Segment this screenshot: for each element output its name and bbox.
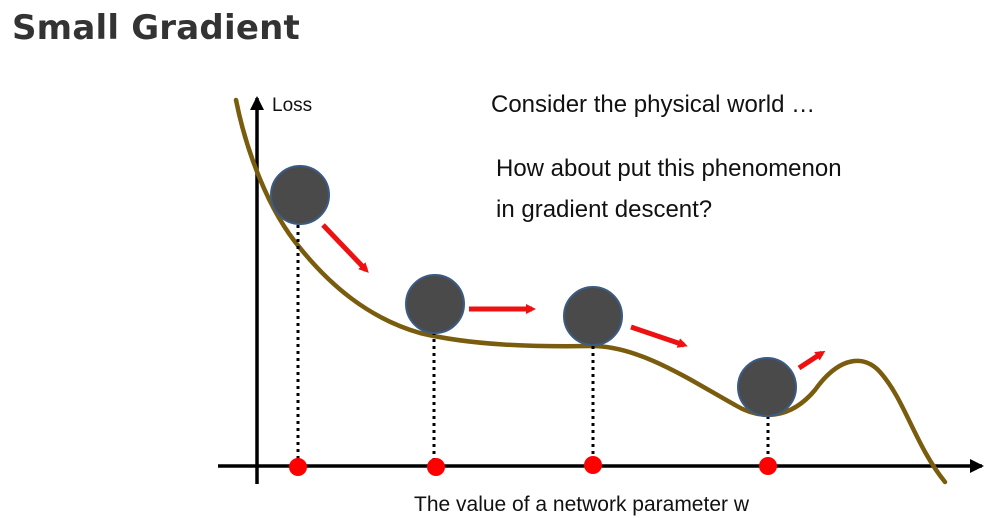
marker-4 (759, 457, 777, 475)
ball-2 (405, 274, 465, 334)
marker-1 (289, 458, 307, 476)
arrow-4 (797, 350, 826, 371)
marker-3 (584, 456, 602, 474)
note-physical-world: Consider the physical world … (491, 91, 815, 118)
page-title: Small Gradient (12, 8, 300, 48)
ball-1 (270, 165, 330, 225)
loss-curve (233, 97, 948, 485)
ball-4 (737, 357, 797, 417)
note-question-line2: in gradient descent? (496, 196, 712, 223)
marker-2 (427, 458, 445, 476)
note-question-line1: How about put this phenomenon (496, 155, 842, 182)
y-axis-label: Loss (272, 95, 312, 116)
x-axis-label: The value of a network parameter w (414, 493, 750, 516)
arrow-1 (321, 223, 369, 273)
ball-3 (563, 286, 623, 346)
arrow-3 (630, 324, 688, 348)
